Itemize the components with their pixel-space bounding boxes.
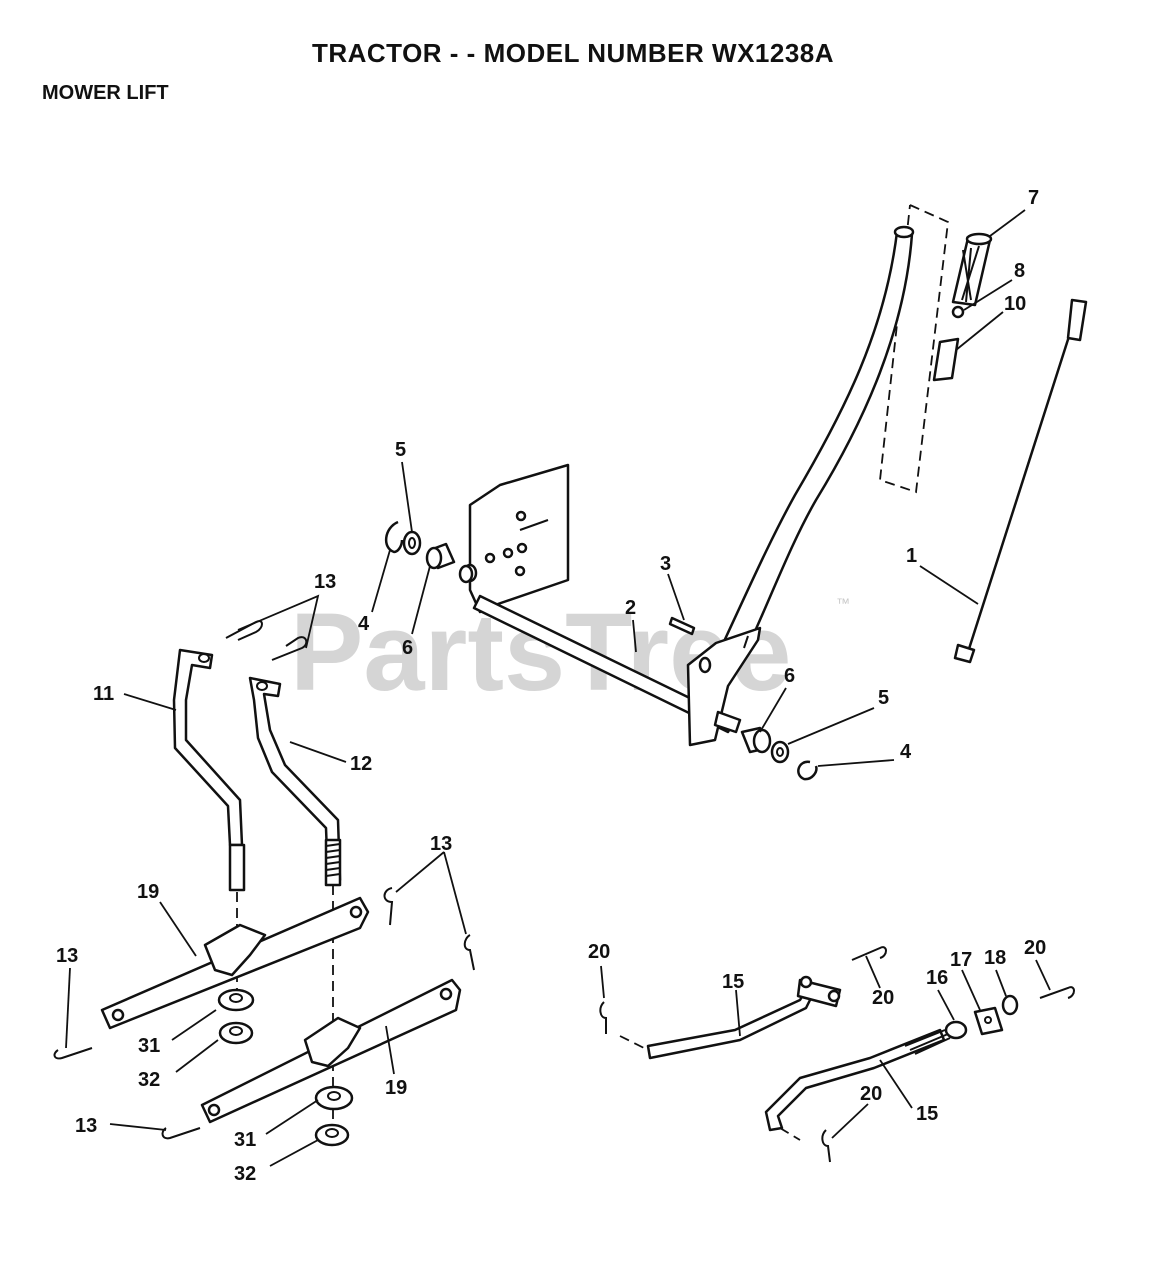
callout-20-c: 20 bbox=[1024, 937, 1046, 959]
ferrule-part-31-upper bbox=[217, 988, 255, 1012]
ball-part-8 bbox=[951, 305, 965, 319]
callout-6-right: 6 bbox=[784, 665, 795, 687]
callout-5-right: 5 bbox=[878, 687, 889, 709]
callout-7: 7 bbox=[1028, 187, 1039, 209]
callout-1: 1 bbox=[906, 545, 917, 567]
callout-12: 12 bbox=[350, 753, 372, 775]
callout-31-lower: 31 bbox=[234, 1129, 256, 1151]
callout-13-bottom: 13 bbox=[75, 1115, 97, 1137]
callout-3: 3 bbox=[660, 553, 671, 575]
callout-6-left: 6 bbox=[402, 637, 413, 659]
spacer-part-18 bbox=[1001, 994, 1019, 1016]
callout-32-lower: 32 bbox=[234, 1163, 256, 1185]
mounting-plate bbox=[468, 463, 570, 614]
page-title: TRACTOR - - MODEL NUMBER WX1238A bbox=[311, 38, 835, 68]
ferrule-part-31-lower bbox=[314, 1085, 354, 1111]
cotter-pin-part-20-b bbox=[851, 946, 887, 961]
handle-phantom-outline bbox=[879, 204, 949, 494]
callout-17: 17 bbox=[950, 949, 972, 971]
callout-5-left: 5 bbox=[395, 439, 406, 461]
callout-15-lower: 15 bbox=[916, 1103, 938, 1125]
section-title: MOWER LIFT bbox=[42, 82, 169, 104]
callout-4-right: 4 bbox=[900, 741, 912, 763]
bushing-part-6-right bbox=[740, 726, 772, 754]
callout-15-upper: 15 bbox=[722, 971, 744, 993]
pin-part-3 bbox=[668, 616, 696, 636]
block-part-17 bbox=[973, 1006, 1004, 1036]
washer-part-5-right bbox=[770, 740, 790, 764]
nut-part-32-lower bbox=[314, 1123, 350, 1147]
clip-part-4-left bbox=[385, 520, 404, 554]
adjustment-rod-part-1 bbox=[953, 298, 1088, 664]
clip-part-4-right bbox=[797, 760, 818, 781]
callout-20-a: 20 bbox=[588, 941, 610, 963]
callout-20-b: 20 bbox=[872, 987, 894, 1009]
lift-link-part-12 bbox=[248, 676, 342, 887]
callout-16: 16 bbox=[926, 967, 948, 989]
callout-8: 8 bbox=[1014, 260, 1025, 282]
lift-rod-part-15-lower bbox=[764, 1028, 951, 1132]
callout-2: 2 bbox=[625, 597, 636, 619]
lift-arm-part-19-lower bbox=[200, 978, 462, 1124]
cotter-pin-part-20-a bbox=[599, 1001, 607, 1034]
callout-19-upper: 19 bbox=[137, 881, 159, 903]
callout-13-left: 13 bbox=[56, 945, 78, 967]
handle-grip-part-7 bbox=[951, 232, 993, 307]
lift-arm-part-19-upper bbox=[100, 896, 370, 1030]
hairpin-part-13-mid bbox=[383, 887, 475, 971]
spring-part-10 bbox=[932, 337, 960, 382]
watermark-trademark: ™ bbox=[836, 595, 850, 611]
lift-rod-part-15-upper bbox=[646, 975, 842, 1060]
nut-part-32-upper bbox=[218, 1021, 254, 1045]
leader-lines bbox=[65, 209, 1051, 1167]
nut-part-16 bbox=[944, 1020, 968, 1040]
lift-link-part-11 bbox=[172, 648, 246, 892]
callout-18: 18 bbox=[984, 947, 1006, 969]
lift-bracket bbox=[686, 626, 762, 747]
callout-20-d: 20 bbox=[860, 1083, 882, 1105]
cotter-pin-part-20-c bbox=[1039, 986, 1075, 999]
bushing-part-6-left bbox=[425, 542, 474, 584]
cotter-pin-part-20-d bbox=[821, 1129, 831, 1163]
callout-4-left: 4 bbox=[358, 613, 370, 635]
callout-13-top: 13 bbox=[314, 571, 336, 593]
callout-31-upper: 31 bbox=[138, 1035, 160, 1057]
hairpin-part-13-left bbox=[53, 1047, 93, 1060]
washer-part-5-left bbox=[402, 530, 422, 556]
callout-10: 10 bbox=[1004, 293, 1026, 315]
hairpin-part-13-bottom bbox=[161, 1127, 201, 1140]
callout-32-upper: 32 bbox=[138, 1069, 160, 1091]
callout-11: 11 bbox=[93, 683, 114, 705]
callout-13-mid: 13 bbox=[430, 833, 452, 855]
callout-19-lower: 19 bbox=[385, 1077, 407, 1099]
